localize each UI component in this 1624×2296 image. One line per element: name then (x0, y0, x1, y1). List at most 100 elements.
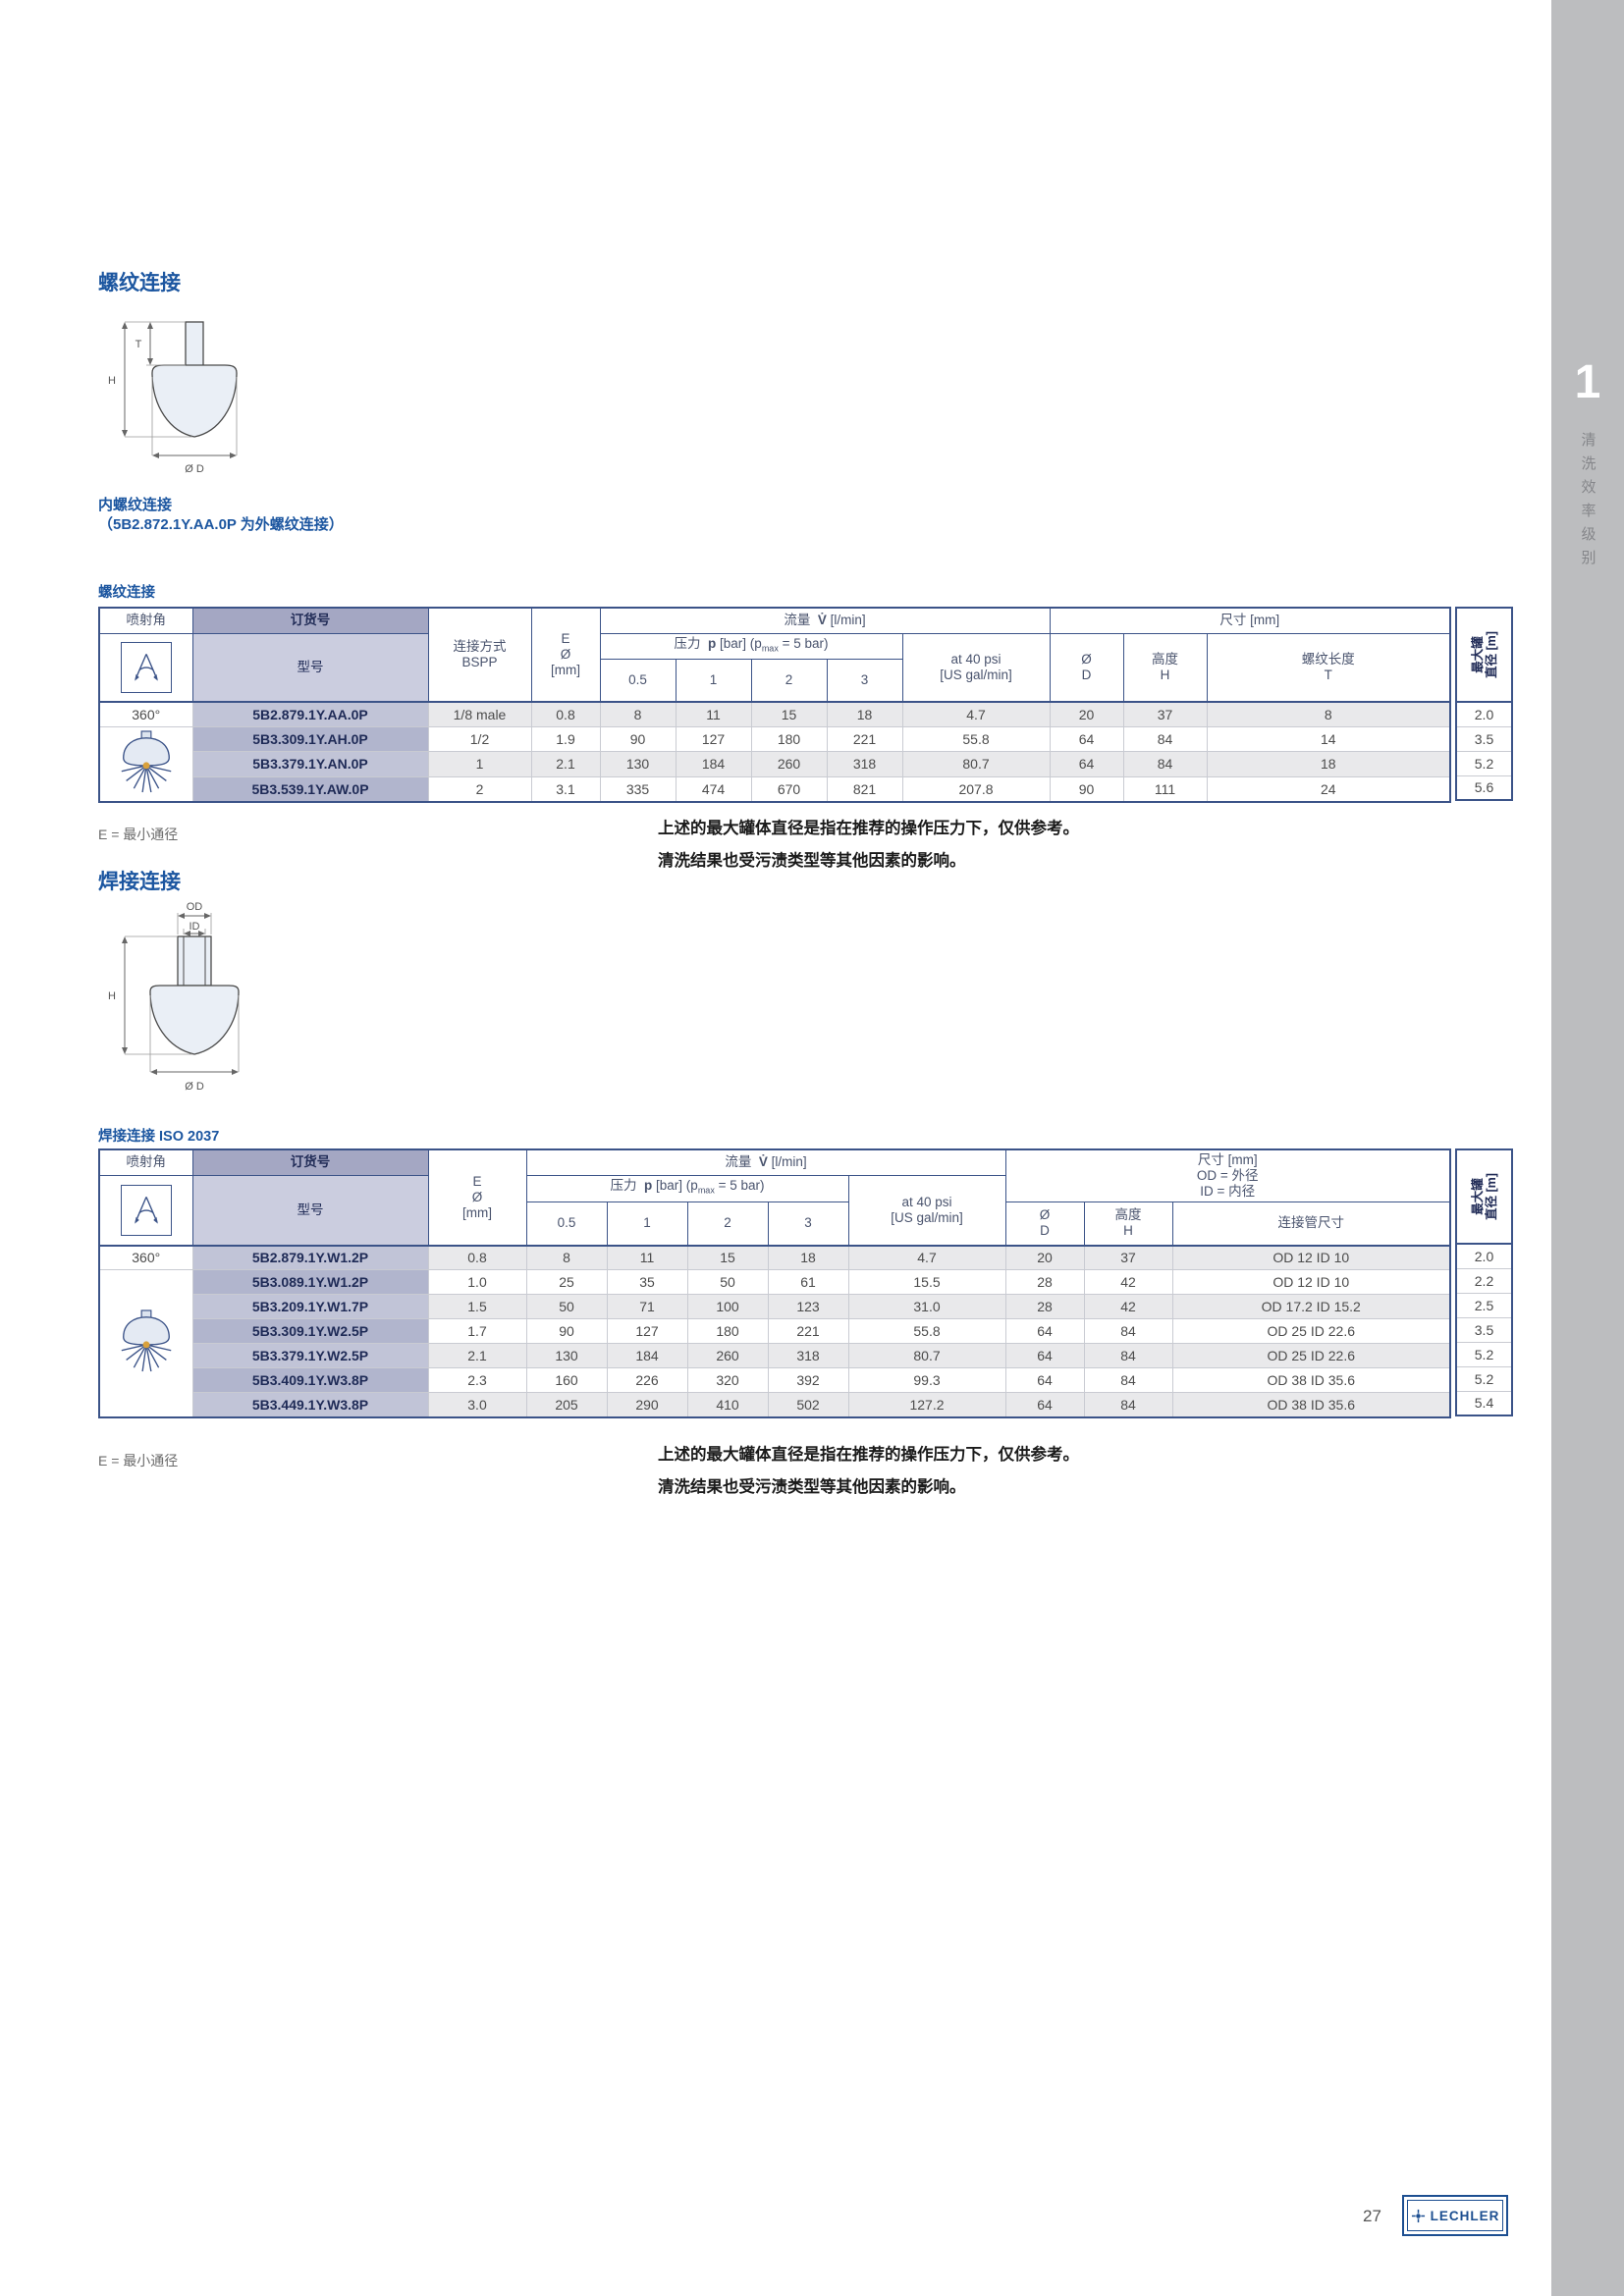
cell-pipe: OD 25 ID 22.6 (1171, 1318, 1451, 1344)
diameter-d-header: Ø D (1004, 1201, 1085, 1247)
cell-flow-1: 35 (606, 1269, 688, 1295)
cell-e: 3.1 (530, 775, 601, 802)
cell-flow-3: 821 (826, 775, 903, 802)
cell-max-tank: 2.2 (1456, 1267, 1512, 1293)
cell-model: 5B3.409.1Y.W3.8P (191, 1367, 429, 1393)
spray-angle-header: 喷射角 (98, 1148, 193, 1176)
dim-label-h: H (108, 990, 116, 1002)
cell-model: 5B3.089.1Y.W1.2P (191, 1269, 429, 1295)
note-line1: 上述的最大罐体直径是指在推荐的操作压力下，仅供参考。 (658, 820, 1079, 837)
threaded-table-group: 喷射角 订货号 连接方式 BSPP E Ø [mm] 流量 V̇ [l/min] (98, 607, 1513, 803)
spray-angle-icon (120, 641, 172, 693)
nozzle-spray-icon-cell (98, 1269, 193, 1417)
max-tank-line1: 最大罐 (1470, 636, 1485, 673)
spray-angle-icon-cell (98, 632, 193, 703)
cell-model: 5B2.879.1Y.AA.0P (191, 701, 429, 727)
note-line1: 上述的最大罐体直径是指在推荐的操作压力下，仅供参考。 (658, 1446, 1079, 1464)
dim-label-id: ID (189, 921, 200, 933)
cell-d: 90 (1049, 775, 1124, 802)
cell-pipe: OD 12 ID 10 (1171, 1245, 1451, 1270)
cell-flow-2: 180 (686, 1318, 769, 1344)
cell-max-tank: 3.5 (1456, 1316, 1512, 1342)
threaded-nozzle-diagram: T H Ø D (108, 321, 238, 475)
page-number: 27 (1363, 2207, 1381, 2225)
cell-e: 1.7 (427, 1318, 527, 1344)
cell-gpm: 15.5 (847, 1269, 1006, 1295)
pressure-label: 压力 (610, 1178, 637, 1194)
cell-h: 37 (1122, 701, 1208, 727)
cell-flow-0.5: 8 (599, 701, 677, 727)
cell-gpm: 4.7 (901, 701, 1051, 727)
table-row: 5B3.309.1Y.W2.5P 1.7 90 127 180 221 55.8… (99, 1318, 1451, 1344)
cell-h: 84 (1122, 751, 1208, 777)
cell-model: 5B2.879.1Y.W1.2P (191, 1245, 429, 1270)
cell-e: 2.1 (530, 751, 601, 777)
cell-model: 5B3.449.1Y.W3.8P (191, 1392, 429, 1417)
dimension-lines (124, 324, 235, 456)
pressure-sub: max (697, 1186, 715, 1197)
cell-model: 5B3.539.1Y.AW.0P (191, 775, 429, 802)
e-line3: [mm] (551, 663, 580, 677)
table-row: 5B3.309.1Y.AH.0P 1/2 1.9 90 127 180 221 … (98, 725, 1451, 802)
cell-flow-0.5: 335 (599, 775, 677, 802)
at40-line1: at 40 psi (901, 1194, 952, 1209)
diameter-d-header: Ø D (1049, 632, 1124, 703)
pressure-header: 压力 p [bar] (pmax = 5 bar) (525, 1174, 849, 1202)
cell-flow-0.5: 90 (599, 725, 677, 752)
cell-e: 3.0 (427, 1392, 527, 1417)
at40-line2: [US gal/min] (891, 1209, 963, 1225)
dims-line1: 尺寸 [mm] (1197, 1152, 1258, 1167)
cell-max-tank: 5.2 (1456, 1341, 1512, 1366)
cell-flow-1: 71 (606, 1294, 688, 1319)
cell-gpm: 207.8 (901, 775, 1051, 802)
cell-e: 2.3 (427, 1367, 527, 1393)
cell-h: 42 (1083, 1269, 1173, 1295)
connection-line2: BSPP (461, 655, 498, 669)
max-tank-header: 最大罐 直径 [m] (1456, 1149, 1512, 1245)
cell-h: 42 (1083, 1294, 1173, 1319)
pressure-1-header: 1 (675, 658, 752, 703)
cell-d: 64 (1004, 1318, 1085, 1344)
chapter-vertical-label: 清洗效率级别 (1579, 432, 1597, 573)
at40-line1: at 40 psi (950, 651, 1001, 667)
e-line1: E (561, 631, 570, 646)
cell-d: 64 (1004, 1367, 1085, 1393)
cell-d: 64 (1004, 1343, 1085, 1368)
cell-h: 84 (1083, 1367, 1173, 1393)
pressure-0.5-header: 0.5 (599, 658, 677, 703)
table-row: 5B3.089.1Y.W1.2P 1.0 25 35 50 61 15.5 28… (98, 1269, 1451, 1417)
flow-group-header: 流量 V̇ [l/min] (599, 607, 1051, 634)
dim-label-od: OD (187, 901, 203, 913)
cell-pipe: OD 25 ID 22.6 (1171, 1343, 1451, 1368)
dims-line3: ID = 内径 (1200, 1184, 1256, 1199)
h-line1: 高度 (1114, 1207, 1142, 1223)
note-line2: 清洗结果也受污渍类型等其他因素的影响。 (658, 1478, 966, 1496)
threaded-section-title: 螺纹连接 (98, 272, 181, 294)
cell-t: 24 (1206, 775, 1451, 802)
pressure-end: = 5 bar) (714, 1178, 765, 1194)
cell-flow-0.5: 50 (525, 1294, 608, 1319)
pressure-2-header: 2 (750, 658, 828, 703)
cell-flow-2: 260 (686, 1343, 769, 1368)
cell-flow-0.5: 90 (525, 1318, 608, 1344)
threaded-table-title: 螺纹连接 (98, 585, 155, 601)
cell-h: 84 (1083, 1343, 1173, 1368)
cell-max-tank: 2.0 (1456, 1243, 1512, 1268)
cell-flow-3: 318 (826, 751, 903, 777)
cell-h: 37 (1083, 1245, 1173, 1270)
table-row: 5B3.209.1Y.W1.7P 1.5 50 71 100 123 31.0 … (99, 1294, 1451, 1319)
cell-max-tank: 5.4 (1456, 1390, 1512, 1415)
d-line1: Ø (1081, 651, 1092, 667)
cell-gpm: 80.7 (847, 1343, 1006, 1368)
h-line2: H (1160, 667, 1170, 682)
table-row: 5B3.409.1Y.W3.8P 2.3 160 226 320 392 99.… (99, 1367, 1451, 1393)
pressure-mid: [bar] (p (652, 1178, 698, 1194)
cell-gpm: 127.2 (847, 1392, 1006, 1417)
nozzle-dome (149, 985, 240, 1055)
cell-d: 28 (1004, 1269, 1085, 1295)
cell-flow-1: 474 (675, 775, 752, 802)
lechler-logo-text: LECHLER (1430, 2208, 1500, 2223)
cell-flow-2: 670 (750, 775, 828, 802)
dim-label-h: H (108, 375, 116, 387)
cell-flow-3: 61 (767, 1269, 849, 1295)
